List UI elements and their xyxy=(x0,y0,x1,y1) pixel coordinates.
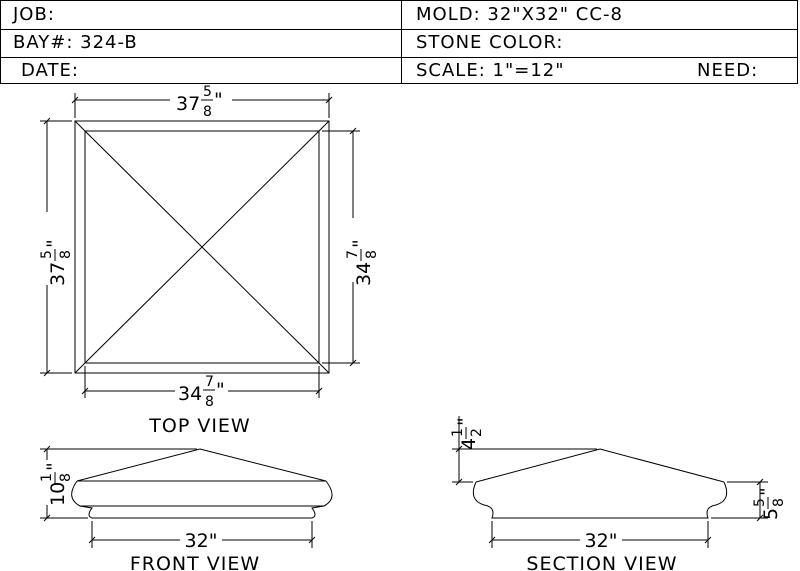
dimension-tick xyxy=(488,536,496,544)
dimension-tick xyxy=(325,96,333,104)
section-view-body-outline xyxy=(472,481,728,519)
bay-field: BAY#: 324-B xyxy=(13,30,138,56)
dim-numerator: 5 xyxy=(203,84,212,100)
dimension-tick xyxy=(88,536,96,544)
title-block: JOB: BAY#: 324-B DATE: MOLD: 32"X32" CC-… xyxy=(0,0,798,84)
dim-numerator: 1 xyxy=(450,428,466,437)
section-rise-dimension-text: 4 1 2 " xyxy=(450,417,485,450)
dim-numerator: 7 xyxy=(345,250,361,259)
job-field: JOB: xyxy=(13,2,55,28)
dim-denominator: 8 xyxy=(364,250,380,259)
dim-whole: 34 xyxy=(353,262,375,286)
front-view xyxy=(40,445,333,548)
date-label: DATE: xyxy=(21,60,79,81)
date-field: DATE: xyxy=(21,58,79,84)
dimension-tick xyxy=(455,478,463,486)
dim-denominator: 8 xyxy=(58,473,74,482)
bay-value: 324-B xyxy=(80,32,138,53)
scale-field: SCALE: 1"=12" xyxy=(416,58,565,84)
stone-color-field: STONE COLOR: xyxy=(416,30,563,56)
dim-whole: 37 xyxy=(47,262,69,286)
dimension-tick xyxy=(43,445,51,453)
top-view-diagonal xyxy=(84,130,320,364)
dim-numerator: 7 xyxy=(205,374,214,390)
dimension-tick xyxy=(71,96,79,104)
dimension-tick xyxy=(43,369,51,377)
dim-denominator: 2 xyxy=(469,428,485,437)
front-view-body-outline xyxy=(71,480,333,519)
need-field: NEED: xyxy=(697,58,758,84)
dim-numerator: 5 xyxy=(39,250,55,259)
dimension-tick xyxy=(43,514,51,522)
dim-whole: 10 xyxy=(47,482,69,506)
dimension-tick xyxy=(315,387,323,395)
top-view-label: TOP VIEW xyxy=(148,415,250,437)
dim-whole: 34 xyxy=(178,383,202,405)
top-right-dimension-text: 34 7 8 " xyxy=(345,239,380,286)
corner-line xyxy=(74,362,86,374)
need-label: NEED: xyxy=(697,60,759,81)
bay-label: BAY#: xyxy=(13,32,74,53)
section-width-dimension-text: 32" xyxy=(585,530,618,552)
top-bottom-dimension-text: 34 7 8 " xyxy=(178,374,225,410)
front-height-dimension-text: 10 1 8 " xyxy=(39,462,74,506)
mold-label: MOLD: xyxy=(416,4,481,25)
dimension-tick xyxy=(704,536,712,544)
section-edge-dimension-text: 5 5 8 " xyxy=(752,487,787,520)
title-block-divider xyxy=(1,29,797,30)
corner-line xyxy=(318,362,330,374)
dimension-tick xyxy=(756,478,764,486)
top-width-dimension-text: 37 5 8 " xyxy=(176,84,223,120)
mold-field: MOLD: 32"X32" CC-8 xyxy=(416,2,623,28)
dimension-tick xyxy=(349,359,357,367)
dim-unit: " xyxy=(756,487,778,496)
top-view-inner-outline xyxy=(84,130,320,364)
dim-numerator: 5 xyxy=(752,498,768,507)
dim-whole: 37 xyxy=(176,93,200,115)
dim-unit: " xyxy=(43,239,65,248)
dimension-tick xyxy=(349,127,357,135)
dimension-tick xyxy=(308,536,316,544)
top-left-dimension-text: 37 5 8 " xyxy=(39,239,74,286)
dim-denominator: 8 xyxy=(205,394,214,410)
section-view xyxy=(452,416,768,548)
scale-label: SCALE: xyxy=(416,60,486,81)
dim-unit: " xyxy=(454,417,476,426)
dim-unit: " xyxy=(349,239,371,248)
corner-line xyxy=(318,120,330,132)
section-view-label: SECTION VIEW xyxy=(526,553,677,571)
dimension-tick xyxy=(756,514,764,522)
dim-denominator: 8 xyxy=(771,498,787,507)
stone-color-label: STONE COLOR: xyxy=(416,32,564,53)
dimension-tick xyxy=(455,445,463,453)
front-view-label: FRONT VIEW xyxy=(130,553,260,571)
scale-value: 1"=12" xyxy=(492,60,565,81)
dim-unit: " xyxy=(216,379,225,401)
top-view-outer-outline xyxy=(74,120,330,374)
title-block-divider xyxy=(401,1,402,83)
front-width-dimension-text: 32" xyxy=(185,530,218,552)
mold-value: 32"X32" CC-8 xyxy=(487,4,623,25)
dimension-tick xyxy=(81,387,89,395)
section-view-roof-line xyxy=(475,448,725,483)
dimension-tick xyxy=(43,117,51,125)
job-label: JOB: xyxy=(13,4,55,25)
dim-denominator: 8 xyxy=(203,104,212,120)
dim-unit: " xyxy=(214,89,223,111)
top-view xyxy=(40,93,360,398)
corner-line xyxy=(74,120,86,132)
dim-whole: 4 xyxy=(458,438,480,450)
title-block-divider xyxy=(1,57,797,58)
dim-whole: 5 xyxy=(760,508,782,520)
front-view-roof-line xyxy=(76,448,327,482)
dim-numerator: 1 xyxy=(39,473,55,482)
dim-unit: " xyxy=(43,462,65,471)
dim-denominator: 8 xyxy=(58,250,74,259)
